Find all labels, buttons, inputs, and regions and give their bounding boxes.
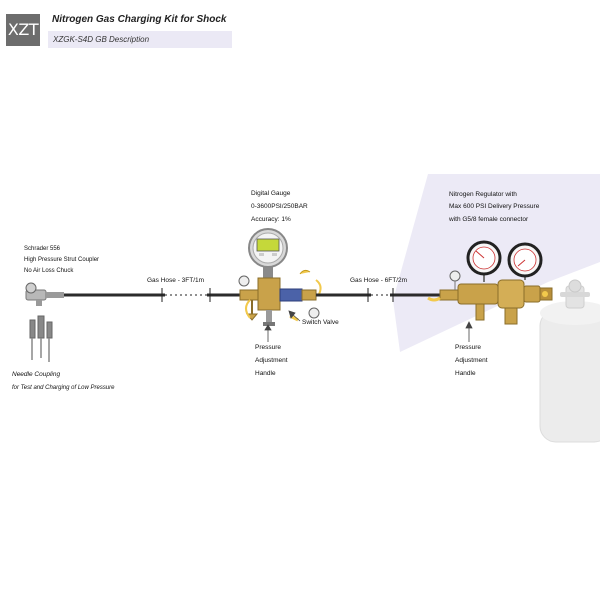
- regulator-label-3: with G5/8 female connector: [449, 216, 529, 223]
- subtitle-bar: [48, 31, 232, 48]
- gauge-manifold: [238, 269, 322, 326]
- needle-label-1: Needle Coupling: [12, 371, 61, 378]
- pressure-handle-right-2: Adjustment: [455, 357, 488, 364]
- nitrogen-regulator: [427, 240, 553, 325]
- pressure-handle-left-2: Adjustment: [255, 357, 288, 364]
- schrader-label-1: Schrader 556: [24, 246, 61, 252]
- page-title: Nitrogen Gas Charging Kit for Shock: [52, 14, 227, 25]
- gauge-label-3: Accuracy: 1%: [251, 216, 291, 223]
- brand-logo: XZT: [6, 14, 40, 46]
- hose-short-label: Gas Hose - 3FT/1m: [147, 277, 205, 284]
- switch-valve-label: Switch Valve: [302, 319, 339, 326]
- hose-break-left: [161, 288, 211, 302]
- pressure-handle-left-1: Pressure: [255, 344, 282, 351]
- regulator-label-1: Nitrogen Regulator with: [449, 191, 517, 198]
- hose-long-label: Gas Hose - 6FT/2m: [350, 277, 408, 284]
- pressure-handle-left-3: Handle: [255, 370, 276, 377]
- gauge-label-1: Digital Gauge: [251, 190, 291, 197]
- schrader-label-2: High Pressure Strut Coupler: [24, 257, 100, 263]
- schrader-coupler: [25, 282, 64, 306]
- hose-break-right: [367, 288, 394, 302]
- pressure-handle-right-1: Pressure: [455, 344, 482, 351]
- page-subtitle: XZGK-S4D GB Description: [53, 35, 150, 44]
- gauge-label-2: 0-3600PSI/250BAR: [251, 203, 308, 210]
- annotation-arrows: [264, 310, 473, 342]
- regulator-label-2: Max 600 PSI Delivery Pressure: [449, 203, 540, 210]
- needle-label-2: for Test and Charging of Low Pressure: [12, 385, 115, 391]
- pressure-handle-right-3: Handle: [455, 370, 476, 377]
- digital-gauge: [248, 228, 288, 278]
- nitrogen-cylinder: [539, 279, 600, 443]
- needle-couplings: [29, 315, 53, 362]
- schrader-label-3: No Air Loss Chuck: [24, 268, 74, 274]
